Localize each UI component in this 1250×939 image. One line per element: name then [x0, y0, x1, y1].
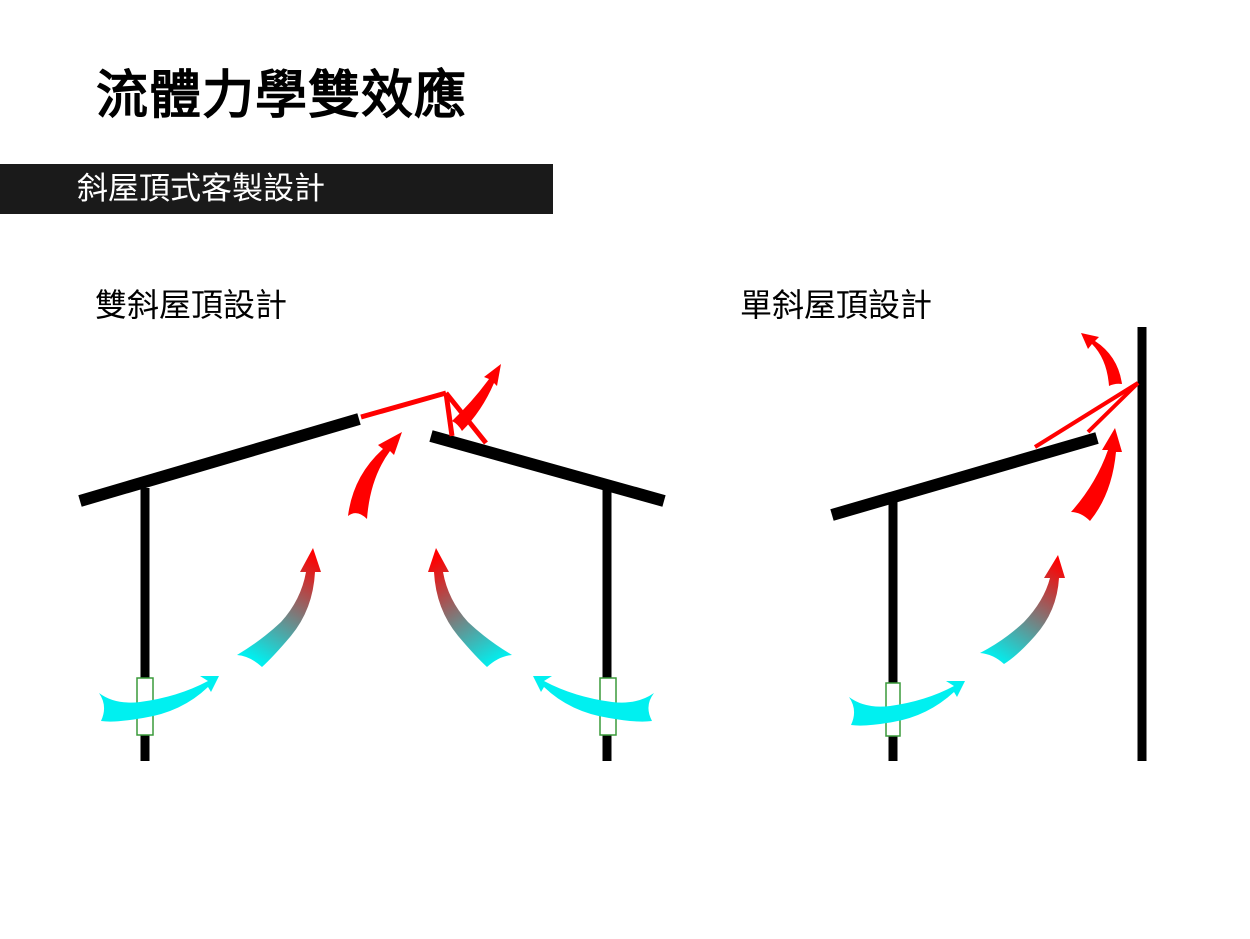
exhaust-flow-line	[443, 392, 455, 437]
intake-airflow-arrow-icon	[533, 676, 654, 722]
rising-airflow-arrow-icon	[237, 548, 321, 667]
exhaust-flow-line	[444, 391, 488, 445]
page-title: 流體力學雙效應	[96, 66, 468, 126]
double-roof-airflow	[99, 364, 654, 722]
single-roof-structure	[830, 327, 1147, 761]
rising-airflow-arrow-icon	[428, 548, 512, 667]
exhaust-airflow-arrow-icon	[1071, 428, 1122, 521]
section-bar: 斜屋頂式客製設計	[0, 164, 553, 214]
right-roof-slab	[429, 430, 666, 507]
section-label: 斜屋頂式客製設計	[77, 171, 325, 207]
exhaust-flow-line	[1086, 381, 1140, 434]
exhaust-flow-line	[360, 390, 447, 420]
exhaust-airflow-arrow-icon	[1081, 333, 1122, 386]
left-roof-slab	[78, 413, 361, 507]
exhaust-airflow-arrow-icon	[348, 432, 402, 519]
single-roof-title: 單斜屋頂設計	[740, 286, 933, 324]
exhaust-flow-line	[1033, 381, 1140, 449]
intake-airflow-arrow-icon	[849, 681, 965, 726]
single-roof-slab	[830, 432, 1099, 521]
exhaust-airflow-arrow-icon	[452, 364, 501, 431]
double-roof-title: 雙斜屋頂設計	[95, 286, 288, 324]
intake-airflow-arrow-icon	[99, 676, 219, 722]
rising-airflow-arrow-icon	[980, 555, 1065, 664]
single-roof-airflow	[849, 333, 1140, 726]
